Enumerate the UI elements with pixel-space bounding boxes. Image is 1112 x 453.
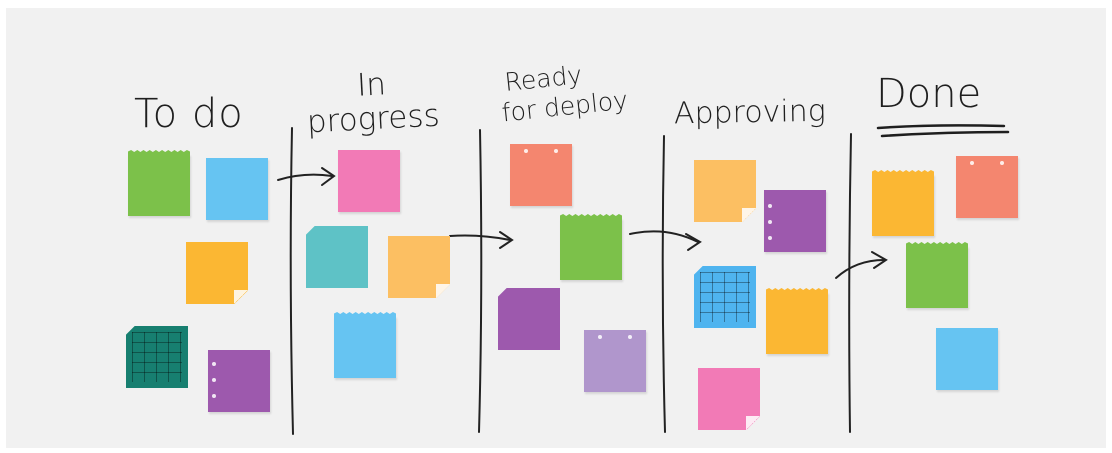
column-divider [478,129,483,433]
sticky-note-teal-table [126,326,188,388]
sticky-note-pink [698,368,760,430]
sticky-note-purple [764,190,826,252]
sticky-note-orange [766,292,828,354]
sticky-note-green [560,218,622,280]
sticky-note-blue-table [694,266,756,328]
arrow-icon [449,231,514,249]
sticky-note-sky [206,158,268,220]
sticky-note-salmon [510,144,572,206]
column-title-done: Done [876,71,982,117]
sticky-note-purple [498,288,560,350]
column-title-in-progress-line2: progress [306,97,441,141]
sticky-note-purple [208,350,270,412]
column-title-ready-for-deploy: Ready for deploy [497,56,629,129]
sticky-note-peach [388,236,450,298]
column-title-in-progress: In progress [304,65,440,140]
sticky-note-orange [186,242,248,304]
sticky-note-green [128,154,190,216]
done-underline [876,124,1010,138]
column-divider [661,135,666,433]
sticky-note-sky [936,328,998,390]
sticky-note-peach [694,160,756,222]
sticky-note-salmon [956,156,1018,218]
column-title-todo: To do [134,91,244,137]
column-divider [848,133,852,433]
sticky-note-green [906,246,968,308]
sticky-note-pink [338,150,400,212]
column-divider [289,127,294,435]
sticky-note-cyan [306,226,368,288]
arrow-icon [629,230,702,251]
sticky-note-sky [334,316,396,378]
arrow-icon [277,167,336,186]
sticky-note-orange [872,174,934,236]
kanban-board: To do In progress Ready for deploy Appro… [6,8,1106,448]
arrow-icon [835,251,888,279]
column-title-approving: Approving [673,93,827,132]
sticky-note-lavender [584,330,646,392]
